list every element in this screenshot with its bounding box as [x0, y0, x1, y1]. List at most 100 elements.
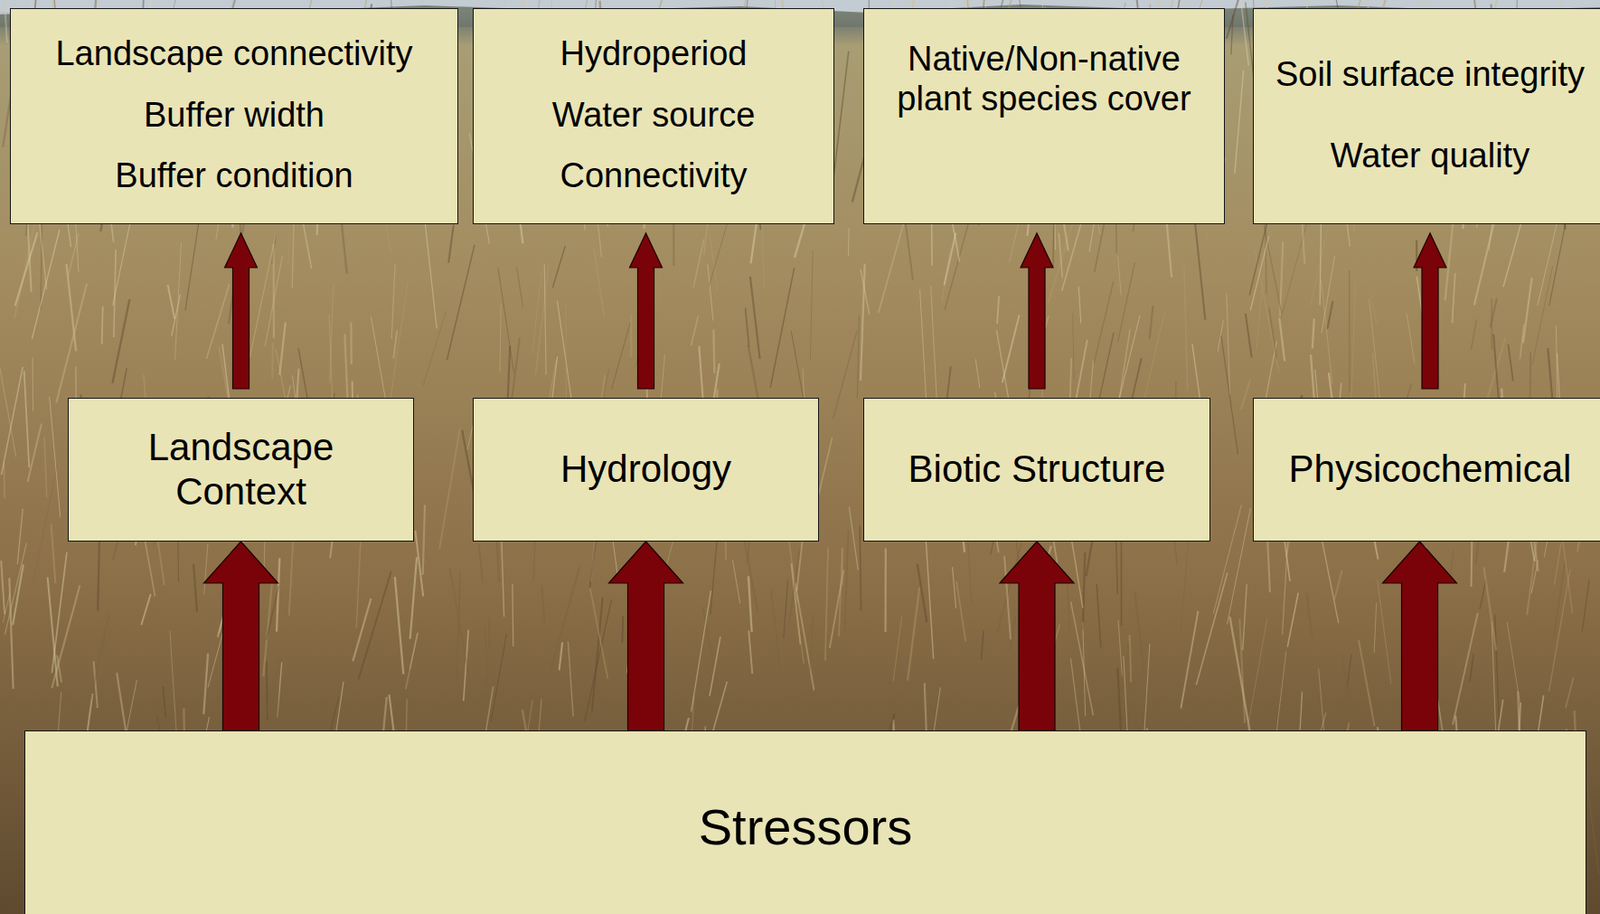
grass-blade	[783, 579, 789, 639]
grass-blade	[162, 686, 166, 717]
grass-blade	[1451, 272, 1455, 323]
grass-blade	[1469, 654, 1474, 682]
box-label: Native/Non-native plant species cover	[875, 39, 1214, 119]
grass-blade	[1549, 213, 1568, 306]
box-label: Landscape Context	[79, 425, 403, 514]
grass-blade	[925, 538, 933, 659]
box-label: Landscape connectivity	[55, 34, 413, 75]
grass-blade	[1370, 291, 1377, 325]
grass-blade	[1275, 650, 1286, 737]
grass-blade	[1312, 318, 1315, 349]
grass-blade	[12, 564, 24, 625]
grass-blade	[1310, 226, 1329, 306]
grass-blade	[833, 330, 857, 420]
grass-blade	[1194, 215, 1205, 320]
grass-blade	[1117, 315, 1140, 406]
grass-blade	[1470, 319, 1477, 349]
grass-blade	[1250, 235, 1269, 311]
grass-blade	[1348, 270, 1350, 393]
grass-blade	[611, 322, 631, 389]
grass-blade	[448, 225, 454, 264]
grass-blade	[32, 357, 35, 412]
grass-blade	[14, 223, 36, 319]
grass-blade	[423, 207, 437, 329]
grass-blade	[952, 566, 957, 609]
grass-blade	[410, 556, 417, 639]
grass-blade	[51, 524, 57, 584]
grass-blade	[446, 244, 475, 360]
grass-blade	[771, 588, 782, 677]
grass-blade	[264, 255, 283, 347]
grass-blade	[1096, 583, 1102, 648]
grass-blade	[31, 229, 60, 339]
box-label: Water quality	[1330, 136, 1530, 177]
grass-blade	[956, 581, 966, 642]
grass-blade	[931, 285, 938, 407]
grass-blade	[1115, 653, 1126, 742]
block-arrow	[999, 541, 1074, 731]
grass-blade	[532, 271, 542, 353]
grass-blade	[4, 0, 8, 43]
grass-blade	[27, 423, 41, 482]
grass-blade	[981, 630, 984, 659]
grass-blade	[691, 315, 699, 346]
grass-blade	[789, 548, 800, 625]
grass-blade	[1374, 602, 1376, 653]
grass-blade	[809, 614, 813, 678]
block-arrow	[609, 541, 684, 731]
grass-blade	[27, 217, 31, 292]
grass-blade	[856, 314, 859, 398]
grass-blade	[185, 224, 198, 311]
grass-blade	[1269, 307, 1277, 358]
grass-blade	[933, 687, 941, 731]
grass-blade	[1279, 318, 1285, 362]
box-label: Hydrology	[560, 447, 732, 491]
grass-blade	[1584, 767, 1599, 875]
grass-blade	[893, 614, 903, 681]
attribute-box: Physicochemical	[1252, 397, 1600, 542]
grass-blade	[4, 543, 27, 635]
grass-blade	[266, 585, 280, 640]
grass-blade	[745, 308, 750, 348]
grass-blade	[1263, 225, 1282, 313]
grass-blade	[490, 633, 507, 722]
grass-blade	[559, 641, 564, 670]
grass-blade	[1495, 614, 1500, 720]
box-label: Buffer condition	[114, 156, 353, 197]
grass-blade	[1082, 621, 1086, 716]
grass-blade	[1195, 572, 1228, 685]
block-arrow	[1413, 233, 1447, 389]
indicator-box: Soil surface integrityWater quality	[1252, 8, 1600, 225]
grass-blade	[456, 572, 461, 683]
grass-blade	[847, 227, 850, 256]
grass-blade	[544, 263, 546, 375]
grass-blade	[825, 546, 829, 660]
grass-blade	[356, 527, 361, 629]
attribute-box: Landscape Context	[67, 397, 415, 542]
grass-blade	[1320, 279, 1332, 384]
grass-blade	[1093, 281, 1114, 364]
grass-blade	[796, 609, 804, 664]
grass-blade	[1507, 344, 1513, 381]
box-label: Hydroperiod	[560, 34, 748, 75]
grass-blade	[748, 575, 753, 632]
grass-blade	[263, 577, 273, 677]
grass-blade	[698, 346, 703, 401]
grass-blade	[1245, 313, 1252, 358]
grass-blade	[707, 264, 714, 321]
grass-blade	[1534, 540, 1538, 572]
grass-blade	[860, 268, 870, 315]
box-label: Water source	[552, 95, 756, 136]
grass-blade	[206, 283, 229, 359]
grass-blade	[834, 51, 849, 176]
grass-blade	[49, 396, 61, 518]
block-arrow	[204, 541, 279, 731]
grass-blade	[1327, 301, 1333, 330]
grass-blade	[102, 306, 104, 345]
grass-blade	[390, 281, 409, 402]
grass-blade	[1234, 70, 1244, 174]
grass-blade	[848, 507, 858, 571]
indicator-box: HydroperiodWater sourceConnectivity	[472, 8, 835, 225]
grass-blade	[271, 342, 273, 379]
